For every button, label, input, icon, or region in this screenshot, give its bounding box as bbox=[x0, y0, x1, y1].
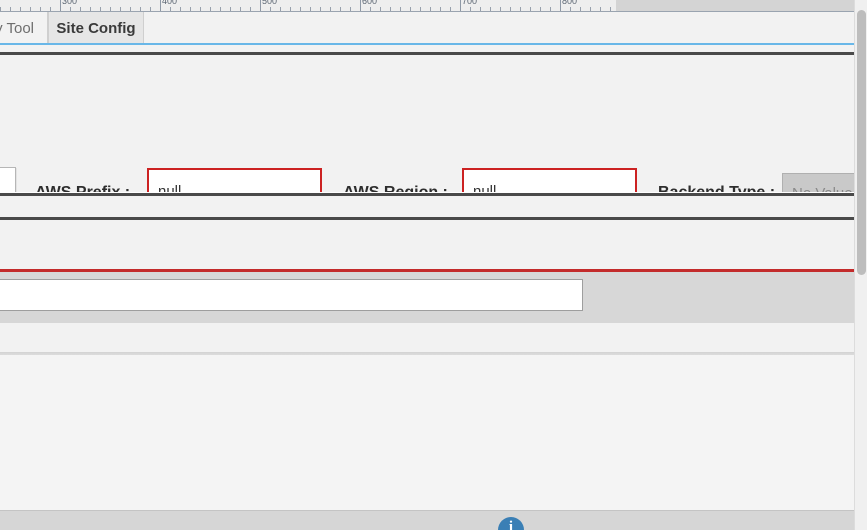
ruler-tick-minor bbox=[70, 7, 71, 11]
ruler-tick-minor bbox=[290, 7, 291, 11]
tab-site-config-label: Site Config bbox=[56, 19, 136, 37]
ruler-tick-minor bbox=[530, 7, 531, 11]
ruler-tick-major bbox=[460, 0, 461, 11]
ruler-tick-minor bbox=[420, 7, 421, 11]
ruler-tick-minor bbox=[610, 7, 611, 11]
divider-middle-2 bbox=[0, 217, 855, 220]
tab-query-tool-label: y Tool bbox=[0, 19, 34, 37]
ruler-tick-minor bbox=[220, 7, 221, 11]
ruler-tick-major bbox=[360, 0, 361, 11]
ruler-tick-minor bbox=[580, 7, 581, 11]
ruler-tick-major bbox=[260, 0, 261, 11]
ruler-tick-minor bbox=[120, 7, 121, 11]
ruler-tick-minor bbox=[310, 7, 311, 11]
tab-site-config[interactable]: Site Config bbox=[48, 12, 144, 44]
ruler-tick-minor bbox=[50, 7, 51, 11]
ruler-tick-minor bbox=[540, 7, 541, 11]
ruler-active-region: 300 400 500 600 700 800 bbox=[0, 0, 616, 12]
ruler-label: 700 bbox=[462, 0, 478, 6]
ruler-tick-minor bbox=[130, 7, 131, 11]
divider-middle-1 bbox=[0, 193, 855, 196]
vertical-scrollbar-thumb[interactable] bbox=[857, 10, 866, 275]
ruler-tick-minor bbox=[40, 7, 41, 11]
tab-bar-accent-underline bbox=[0, 43, 867, 45]
ruler-tick-minor bbox=[0, 7, 1, 11]
ruler-tick-minor bbox=[470, 7, 471, 11]
ruler-tick-minor bbox=[570, 7, 571, 11]
ruler-tick-minor bbox=[200, 7, 201, 11]
ruler-tick-major bbox=[560, 0, 561, 11]
ruler-tick-minor bbox=[20, 7, 21, 11]
vertical-scrollbar-track[interactable] bbox=[854, 0, 867, 530]
ruler-tick-minor bbox=[350, 7, 351, 11]
ruler-tick-minor bbox=[10, 7, 11, 11]
band-lower bbox=[0, 220, 855, 269]
search-input[interactable] bbox=[0, 279, 583, 311]
ruler-tick-minor bbox=[270, 7, 271, 11]
ruler-tick-minor bbox=[440, 7, 441, 11]
panel-spacer bbox=[0, 323, 855, 353]
info-icon[interactable]: i bbox=[498, 517, 524, 530]
ruler-label: 600 bbox=[362, 0, 378, 6]
ruler-label: 400 bbox=[162, 0, 178, 6]
ruler-tick-major bbox=[60, 0, 61, 11]
ruler-tick-minor bbox=[180, 7, 181, 11]
ruler-tick-minor bbox=[100, 7, 101, 11]
ruler-tick-minor bbox=[490, 7, 491, 11]
footer-status-bar bbox=[0, 510, 855, 530]
ruler-tick-minor bbox=[210, 7, 211, 11]
config-form-row: AWS Prefix : AWS Region : Backend Type : bbox=[0, 55, 867, 214]
ruler-tick-minor bbox=[250, 7, 251, 11]
ruler-tick-minor bbox=[150, 7, 151, 11]
ruler-tick-minor bbox=[430, 7, 431, 11]
divider-highlight-1 bbox=[0, 192, 855, 193]
ruler-tick-minor bbox=[280, 7, 281, 11]
ruler-tick-minor bbox=[590, 7, 591, 11]
ruler-tick-minor bbox=[330, 7, 331, 11]
ruler-tick-minor bbox=[90, 7, 91, 11]
divider-top bbox=[0, 52, 855, 55]
ruler-tick-minor bbox=[510, 7, 511, 11]
ruler-tick-minor bbox=[480, 7, 481, 11]
ruler-label: 300 bbox=[62, 0, 78, 6]
ruler-tick-minor bbox=[550, 7, 551, 11]
ruler-tick-minor bbox=[600, 7, 601, 11]
ruler-tick-minor bbox=[500, 7, 501, 11]
divider-error-red bbox=[0, 269, 855, 272]
ruler-tick-minor bbox=[190, 7, 191, 11]
ruler-tick-minor bbox=[230, 7, 231, 11]
ruler-tick-minor bbox=[110, 7, 111, 11]
ruler-baseline bbox=[0, 11, 867, 12]
footer-panel bbox=[0, 355, 855, 530]
ruler-tick-minor bbox=[370, 7, 371, 11]
ruler-tick-minor bbox=[400, 7, 401, 11]
ruler-tick-major bbox=[160, 0, 161, 11]
ruler-tick-minor bbox=[450, 7, 451, 11]
ruler-tick-minor bbox=[410, 7, 411, 11]
ruler-tick-minor bbox=[300, 7, 301, 11]
info-icon-glyph: i bbox=[508, 519, 514, 530]
ruler-tick-minor bbox=[520, 7, 521, 11]
ruler-tick-minor bbox=[380, 7, 381, 11]
ruler-tick-minor bbox=[340, 7, 341, 11]
horizontal-ruler: 300 400 500 600 700 800 bbox=[0, 0, 867, 12]
ruler-tick-minor bbox=[390, 7, 391, 11]
ruler-tick-minor bbox=[240, 7, 241, 11]
tab-query-tool[interactable]: y Tool bbox=[0, 12, 48, 44]
ruler-label: 500 bbox=[262, 0, 278, 6]
ruler-tick-minor bbox=[30, 7, 31, 11]
band-middle bbox=[0, 196, 855, 217]
ruler-tick-minor bbox=[140, 7, 141, 11]
ruler-label: 800 bbox=[562, 0, 578, 6]
ruler-tick-minor bbox=[170, 7, 171, 11]
tab-bar: y Tool Site Config bbox=[0, 12, 867, 45]
ruler-tick-minor bbox=[320, 7, 321, 11]
ruler-tick-minor bbox=[80, 7, 81, 11]
